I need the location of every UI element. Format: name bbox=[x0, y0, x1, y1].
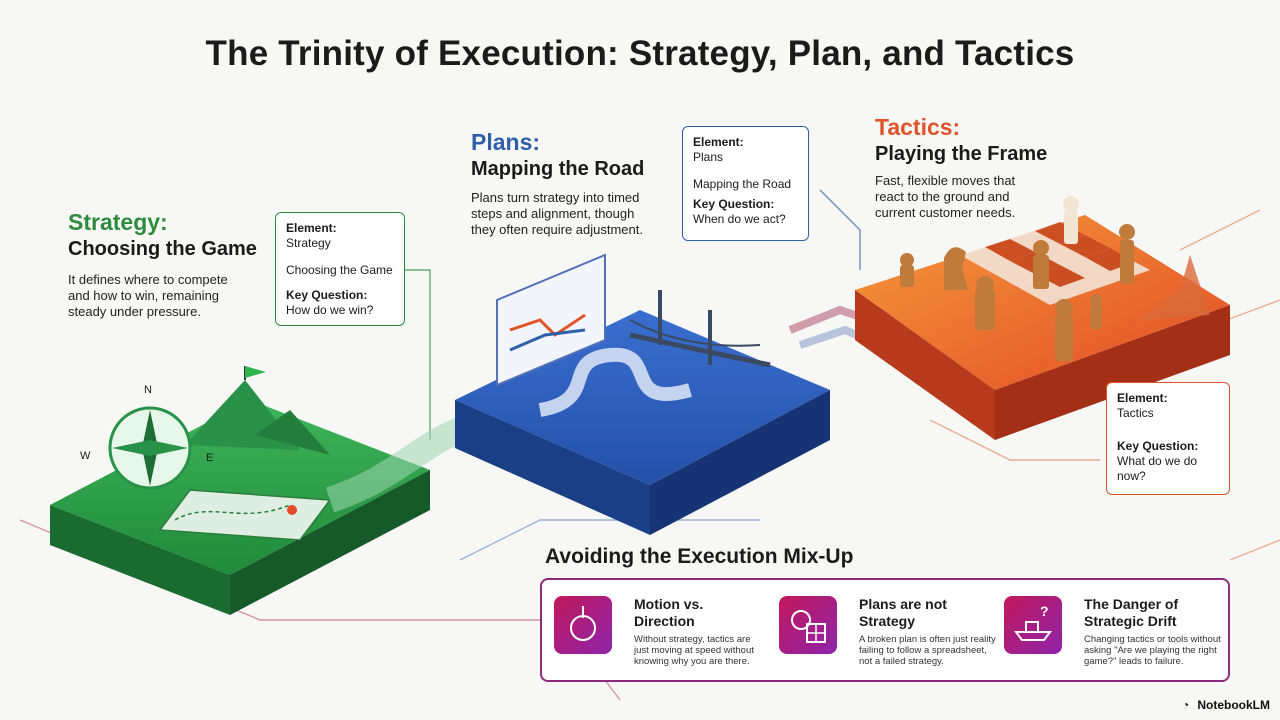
tactics-element-value: Tactics bbox=[1117, 406, 1154, 420]
brand-logo: ◔ NotebookLM bbox=[1182, 698, 1270, 712]
mixup-title: Avoiding the Execution Mix-Up bbox=[545, 545, 854, 568]
tactics-question-value: What do we do now? bbox=[1117, 454, 1198, 483]
brand-name: NotebookLM bbox=[1197, 698, 1270, 712]
svg-text:?: ? bbox=[1040, 603, 1049, 619]
tactics-description: Fast, flexible moves that react to the g… bbox=[875, 173, 1016, 220]
mixup-item-body: Changing tactics or tools without asking… bbox=[1084, 634, 1221, 667]
spinning-top-icon bbox=[554, 596, 612, 654]
gear-spreadsheet-icon bbox=[779, 596, 837, 654]
mixup-item-heading: The Danger of Strategic Drift bbox=[1084, 596, 1179, 629]
tactics-card: Element: Tactics Key Question: What do w… bbox=[1106, 382, 1230, 495]
plans-element-sub: Mapping the Road bbox=[693, 177, 792, 191]
plans-question-value: When do we act? bbox=[693, 212, 786, 226]
plans-description: Plans turn strategy into timed steps and… bbox=[471, 190, 643, 237]
plans-section: Plans: Mapping the Road Plans turn strat… bbox=[471, 128, 671, 238]
strategy-subheading: Choosing the Game bbox=[68, 238, 257, 260]
mixup-item-body: Without strategy, tactics are just movin… bbox=[634, 634, 754, 667]
ship-question-icon: ? bbox=[1004, 596, 1062, 654]
plans-element-label: Element: bbox=[693, 135, 744, 149]
strategy-platform bbox=[50, 400, 430, 575]
strategy-question-value: How do we win? bbox=[286, 303, 374, 317]
chess-pieces-icon bbox=[900, 224, 1135, 361]
plans-element-value: Plans bbox=[693, 150, 724, 164]
notebooklm-icon: ◔ bbox=[1182, 698, 1190, 712]
tactics-subheading: Playing the Frame bbox=[875, 143, 1048, 165]
compass-w: W bbox=[80, 450, 91, 462]
strategy-section: Strategy: Choosing the Game It defines w… bbox=[68, 208, 278, 320]
strategy-description: It defines where to compete and how to w… bbox=[68, 272, 228, 319]
tactics-platform bbox=[855, 215, 1230, 390]
strategy-question-label: Key Question: bbox=[286, 288, 368, 302]
mixup-panel: Motion vs. Direction Without strategy, t… bbox=[540, 578, 1230, 682]
strategy-element-sub: Choosing the Game bbox=[286, 263, 393, 277]
plans-subheading: Mapping the Road bbox=[471, 158, 645, 180]
strategy-element-value: Strategy bbox=[286, 236, 331, 250]
page-title: The Trinity of Execution: Strategy, Plan… bbox=[205, 34, 1075, 73]
strategy-card: Element: Strategy Choosing the Game Key … bbox=[275, 212, 405, 326]
mixup-item-heading: Plans are not Strategy bbox=[859, 596, 947, 629]
tactics-question-label: Key Question: bbox=[1117, 439, 1199, 453]
tactics-element-label: Element: bbox=[1117, 391, 1168, 405]
plans-question-label: Key Question: bbox=[693, 197, 775, 211]
tactics-section: Tactics: Playing the Frame Fast, flexibl… bbox=[875, 113, 1075, 221]
plans-platform bbox=[455, 310, 830, 485]
strategy-heading: Strategy: bbox=[68, 209, 168, 235]
plans-heading: Plans: bbox=[471, 129, 541, 155]
mixup-item-heading: Motion vs. Direction bbox=[634, 596, 704, 629]
mixup-item-body: A broken plan is often just reality fail… bbox=[859, 634, 996, 667]
compass-n: N bbox=[144, 384, 152, 396]
compass-e: E bbox=[206, 452, 214, 464]
plans-card: Element: Plans Mapping the Road Key Ques… bbox=[682, 126, 809, 241]
tactics-heading: Tactics: bbox=[875, 114, 961, 140]
strategy-element-label: Element: bbox=[286, 221, 337, 235]
